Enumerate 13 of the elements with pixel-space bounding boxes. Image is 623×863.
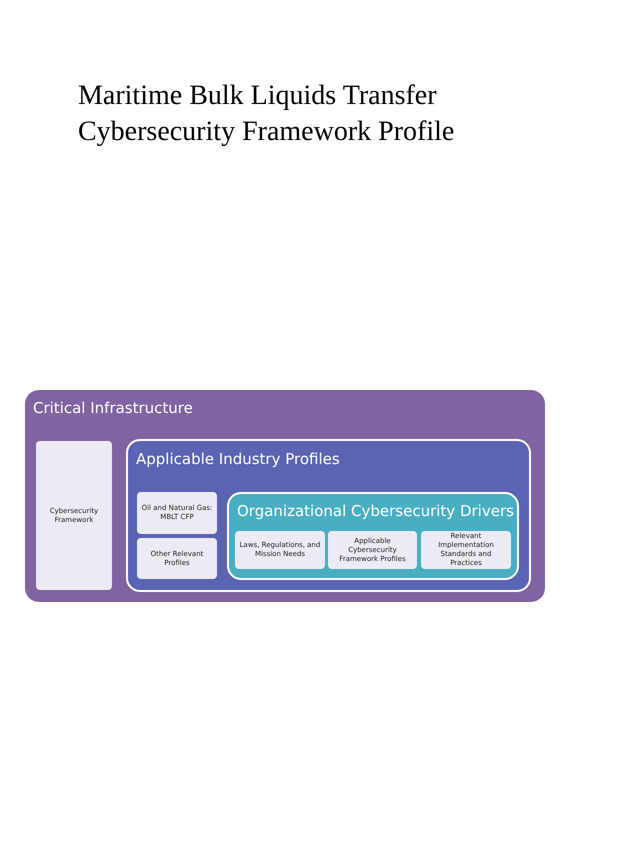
panel-heading: Applicable Industry Profiles	[136, 450, 340, 468]
text-box	[328, 531, 417, 569]
container-panel	[227, 492, 519, 580]
page-title: Maritime Bulk Liquids Transfer Cybersecurity Framework Profile	[78, 79, 456, 149]
container-panel	[25, 390, 545, 602]
text-box	[137, 538, 217, 579]
panel-heading: Critical Infrastructure	[33, 399, 193, 417]
text-box	[235, 531, 325, 569]
text-box	[36, 441, 112, 590]
panel-heading: Organizational Cybersecurity Drivers	[237, 502, 514, 520]
container-panel	[126, 439, 531, 592]
text-box	[137, 492, 217, 534]
text-box	[421, 531, 511, 569]
